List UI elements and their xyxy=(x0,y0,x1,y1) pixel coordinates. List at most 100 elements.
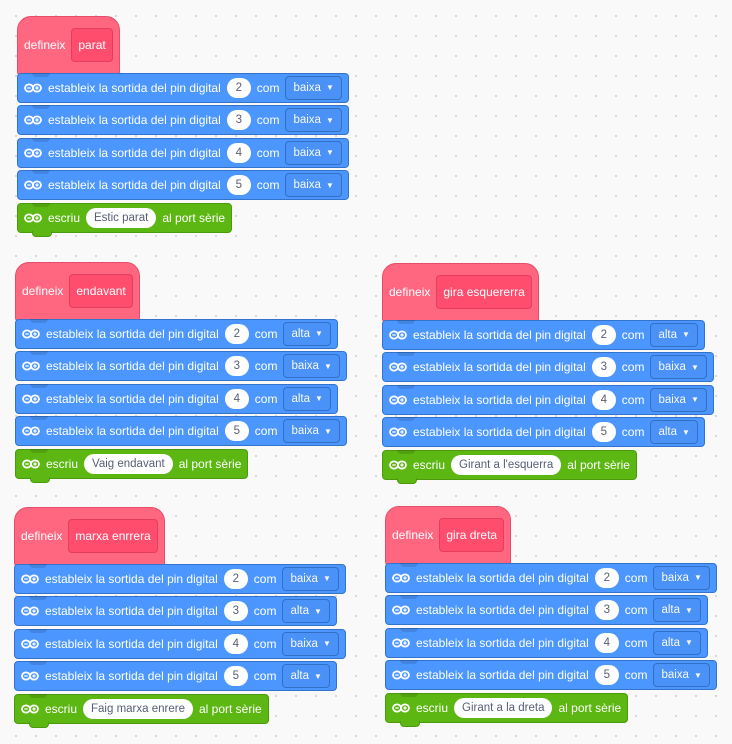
level-dropdown[interactable]: baixa▼ xyxy=(650,387,707,412)
message-input[interactable]: Estic parat xyxy=(86,207,157,228)
set-pin-block[interactable]: estableix la sortida del pin digital 4 c… xyxy=(382,384,714,415)
level-dropdown[interactable]: baixa▼ xyxy=(282,631,339,656)
write-label: escriu xyxy=(416,700,449,715)
script-marxa-enrrera[interactable]: defineix marxa enrrera estableix la sort… xyxy=(14,507,346,728)
pin-number-input[interactable]: 2 xyxy=(224,323,249,344)
set-pin-block[interactable]: estableix la sortida del pin digital 5 c… xyxy=(385,660,717,690)
define-block[interactable]: defineix gira dreta xyxy=(385,506,512,566)
define-label: defineix xyxy=(21,529,63,543)
as-label: com xyxy=(624,570,648,585)
level-dropdown[interactable]: baixa▼ xyxy=(283,419,340,443)
caret-down-icon: ▼ xyxy=(693,573,702,582)
level-value: baixa xyxy=(290,572,318,585)
set-pin-block[interactable]: estableix la sortida del pin digital 5 c… xyxy=(17,170,349,200)
level-dropdown[interactable]: baixa▼ xyxy=(650,355,707,379)
level-dropdown[interactable]: alta▼ xyxy=(282,664,330,688)
set-pin-block[interactable]: estableix la sortida del pin digital 2 c… xyxy=(14,563,346,594)
procedure-name[interactable]: gira dreta xyxy=(439,518,505,552)
level-dropdown[interactable]: alta▼ xyxy=(282,599,330,623)
set-pin-block[interactable]: estableix la sortida del pin digital 3 c… xyxy=(15,351,347,381)
level-dropdown[interactable]: baixa▼ xyxy=(285,75,342,100)
pin-number-input[interactable]: 5 xyxy=(223,666,248,686)
arduino-icon xyxy=(389,329,407,340)
level-dropdown[interactable]: alta▼ xyxy=(653,598,701,622)
set-pin-label: estableix la sortida del pin digital xyxy=(46,359,219,373)
pin-number-input[interactable]: 3 xyxy=(594,600,619,620)
level-dropdown[interactable]: baixa▼ xyxy=(285,173,342,197)
pin-number-input[interactable]: 5 xyxy=(594,665,619,685)
define-block[interactable]: defineix parat xyxy=(17,16,120,76)
pin-number-input[interactable]: 3 xyxy=(223,601,248,621)
pin-number-input[interactable]: 5 xyxy=(224,421,249,441)
level-dropdown[interactable]: alta▼ xyxy=(650,322,698,347)
set-pin-block[interactable]: estableix la sortida del pin digital 3 c… xyxy=(385,595,708,625)
caret-down-icon: ▼ xyxy=(682,427,690,437)
pin-number-input[interactable]: 3 xyxy=(224,356,249,376)
pin-number-input[interactable]: 4 xyxy=(226,142,251,163)
pin-number-input[interactable]: 2 xyxy=(594,567,619,588)
level-dropdown[interactable]: alta▼ xyxy=(653,630,701,655)
pin-number-input[interactable]: 2 xyxy=(591,324,616,345)
procedure-name[interactable]: endavant xyxy=(69,274,133,308)
serial-print-block[interactable]: escriu Girant a l'esquerra al port sèrie xyxy=(382,449,637,484)
pin-number-input[interactable]: 4 xyxy=(224,388,249,409)
message-input[interactable]: Faig marxa enrere xyxy=(83,698,193,719)
caret-down-icon: ▼ xyxy=(325,83,334,92)
serial-print-block[interactable]: escriu Vaig endavant al port sèrie xyxy=(15,448,249,483)
script-endavant[interactable]: defineix endavant estableix la sortida d… xyxy=(15,262,347,483)
define-block[interactable]: defineix marxa enrrera xyxy=(14,507,165,567)
pin-number-input[interactable]: 5 xyxy=(226,175,251,195)
caret-down-icon: ▼ xyxy=(315,329,323,338)
set-pin-block[interactable]: estableix la sortida del pin digital 4 c… xyxy=(17,137,349,168)
message-input[interactable]: Girant a la dreta xyxy=(454,697,553,718)
pin-number-input[interactable]: 5 xyxy=(591,422,616,442)
set-pin-block[interactable]: estableix la sortida del pin digital 2 c… xyxy=(15,318,338,349)
procedure-name[interactable]: gira esquererra xyxy=(436,275,532,309)
script-gira-dreta[interactable]: defineix gira dreta estableix la sortida… xyxy=(385,506,717,727)
set-pin-block[interactable]: estableix la sortida del pin digital 3 c… xyxy=(382,352,714,382)
message-input[interactable]: Girant a l'esquerra xyxy=(451,454,562,475)
level-dropdown[interactable]: alta▼ xyxy=(283,386,331,411)
set-pin-block[interactable]: estableix la sortida del pin digital 4 c… xyxy=(14,628,346,659)
level-dropdown[interactable]: baixa▼ xyxy=(285,140,342,165)
set-pin-block[interactable]: estableix la sortida del pin digital 2 c… xyxy=(382,319,705,350)
pin-number-input[interactable]: 4 xyxy=(223,633,248,654)
write-label: escriu xyxy=(413,457,446,472)
pin-number-input[interactable]: 2 xyxy=(226,77,251,98)
pin-number-input[interactable]: 4 xyxy=(594,632,619,653)
set-pin-block[interactable]: estableix la sortida del pin digital 4 c… xyxy=(385,627,708,658)
pin-number-input[interactable]: 2 xyxy=(223,568,248,589)
pin-number-input[interactable]: 3 xyxy=(226,110,251,130)
level-dropdown[interactable]: baixa▼ xyxy=(285,108,342,132)
message-input[interactable]: Vaig endavant xyxy=(84,453,173,474)
as-label: com xyxy=(253,636,277,651)
level-dropdown[interactable]: baixa▼ xyxy=(653,565,710,590)
level-dropdown[interactable]: baixa▼ xyxy=(653,663,710,687)
script-parat[interactable]: defineix parat estableix la sortida del … xyxy=(17,16,349,237)
level-dropdown[interactable]: alta▼ xyxy=(650,420,698,444)
serial-print-block[interactable]: escriu Girant a la dreta al port sèrie xyxy=(385,692,629,727)
level-dropdown[interactable]: baixa▼ xyxy=(283,354,340,378)
set-pin-block[interactable]: estableix la sortida del pin digital 3 c… xyxy=(14,596,337,626)
define-block[interactable]: defineix endavant xyxy=(15,262,140,322)
set-pin-block[interactable]: estableix la sortida del pin digital 5 c… xyxy=(382,417,705,447)
level-dropdown[interactable]: alta▼ xyxy=(283,321,331,346)
caret-down-icon: ▼ xyxy=(685,605,693,615)
procedure-name[interactable]: marxa enrrera xyxy=(68,519,158,553)
set-pin-block[interactable]: estableix la sortida del pin digital 4 c… xyxy=(15,383,338,414)
serial-print-block[interactable]: escriu Faig marxa enrere al port sèrie xyxy=(14,693,269,728)
set-pin-block[interactable]: estableix la sortida del pin digital 2 c… xyxy=(17,72,349,103)
pin-number-input[interactable]: 3 xyxy=(591,357,616,377)
level-dropdown[interactable]: baixa▼ xyxy=(282,566,339,591)
serial-print-block[interactable]: escriu Estic parat al port sèrie xyxy=(17,202,233,237)
define-block[interactable]: defineix gira esquererra xyxy=(382,263,539,323)
pin-number-input[interactable]: 4 xyxy=(591,389,616,410)
script-gira-esquererra[interactable]: defineix gira esquererra estableix la so… xyxy=(382,263,714,484)
set-pin-block[interactable]: estableix la sortida del pin digital 5 c… xyxy=(15,416,347,446)
set-pin-label: estableix la sortida del pin digital xyxy=(45,604,218,618)
procedure-name[interactable]: parat xyxy=(71,28,113,62)
set-pin-block[interactable]: estableix la sortida del pin digital 3 c… xyxy=(17,105,349,135)
as-label: com xyxy=(253,571,277,586)
set-pin-block[interactable]: estableix la sortida del pin digital 5 c… xyxy=(14,661,337,691)
set-pin-block[interactable]: estableix la sortida del pin digital 2 c… xyxy=(385,562,717,593)
